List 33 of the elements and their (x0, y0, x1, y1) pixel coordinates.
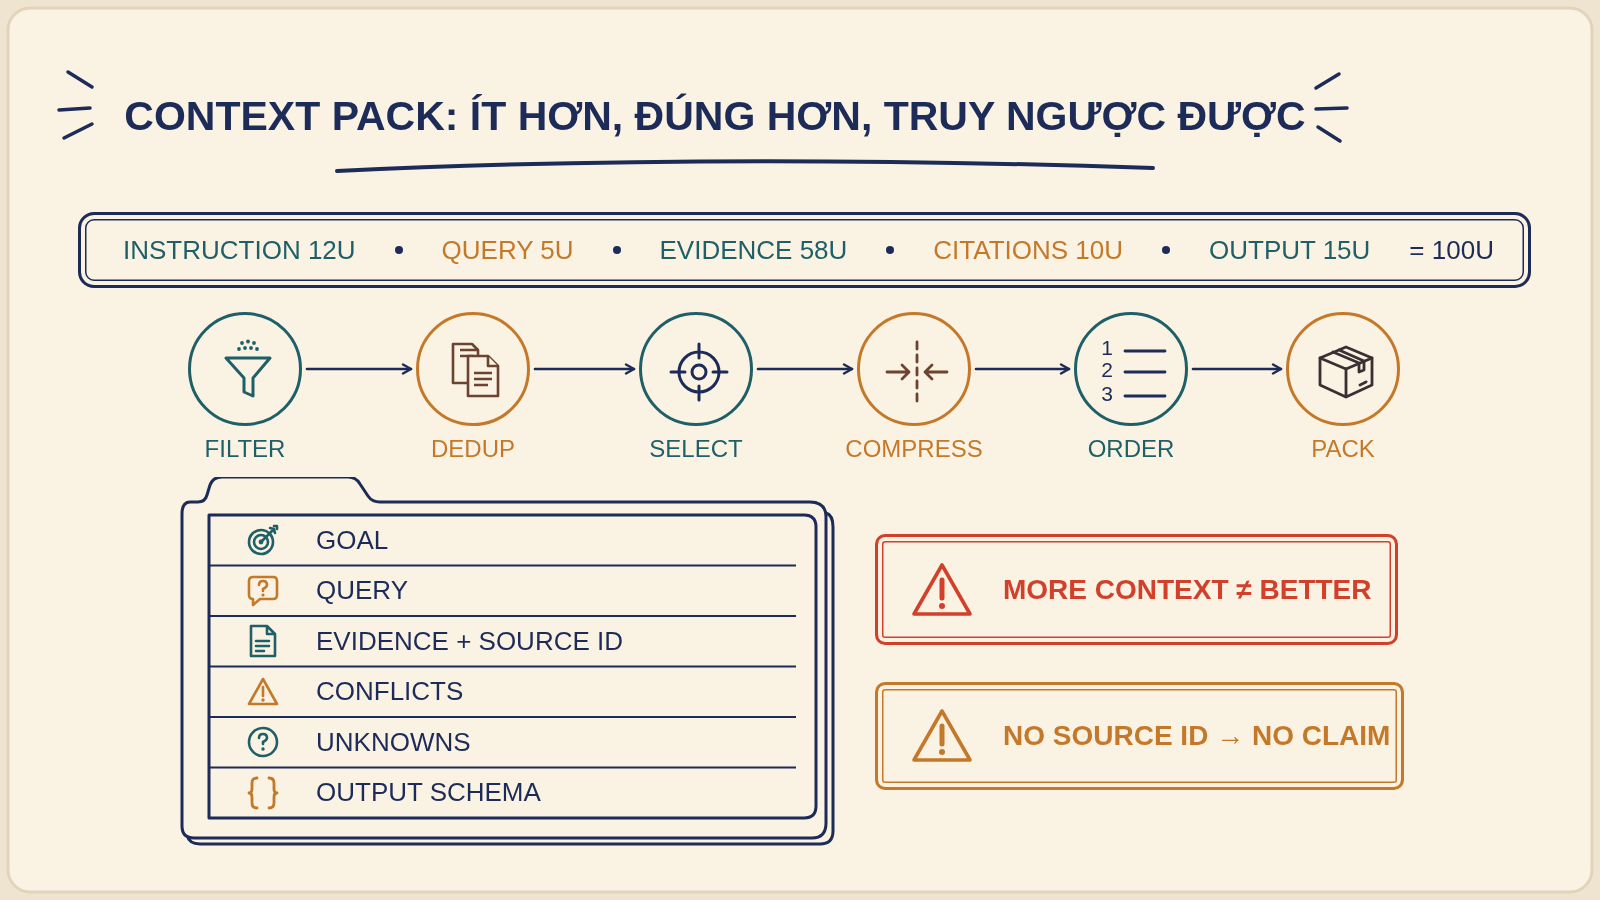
title: CONTEXT PACK: ÍT HƠN, ĐÚNG HƠN, TRUY NGƯỢC ĐƯỢC (124, 93, 1306, 139)
step-label: SELECT (649, 435, 743, 463)
step-label: ORDER (1087, 435, 1175, 463)
list-item: EVIDENCE + SOURCE ID (316, 625, 623, 657)
list-number: 2 (1101, 359, 1113, 381)
step-label: DEDUP (431, 435, 515, 463)
warning-banner (875, 534, 1398, 645)
budget-item: EVIDENCE 58U (659, 234, 848, 266)
arrow (974, 363, 1071, 375)
step-label: COMPRESS (845, 435, 983, 463)
folder (180, 477, 836, 847)
warning-text: NO SOURCE ID → NO CLAIM (1003, 720, 1391, 752)
budget-item: CITATIONS 10U (933, 234, 1124, 266)
budget-item: INSTRUCTION 12U (123, 234, 356, 266)
list-item: CONFLICTS (316, 676, 464, 708)
list-item: QUERY (316, 575, 408, 607)
arrow (756, 363, 854, 375)
budget-item: QUERY 5U (441, 234, 574, 266)
list-item: UNKNOWNS (316, 726, 471, 758)
warning-text: MORE CONTEXT ≠ BETTER (1003, 573, 1372, 606)
list-number: 1 (1101, 337, 1113, 359)
budget-item: OUTPUT 15U (1209, 234, 1371, 266)
budget-bar (78, 212, 1531, 288)
arrow (533, 363, 636, 375)
list-item: OUTPUT SCHEMA (316, 777, 541, 809)
warning-banner (875, 682, 1404, 790)
arrow (1191, 363, 1283, 375)
list-item: GOAL (316, 524, 389, 556)
list-number: 3 (1101, 383, 1113, 405)
arrow (305, 363, 413, 375)
step-label: PACK (1311, 435, 1375, 463)
step-label: FILTER (204, 435, 286, 463)
budget-total: = 100U (1409, 234, 1494, 266)
